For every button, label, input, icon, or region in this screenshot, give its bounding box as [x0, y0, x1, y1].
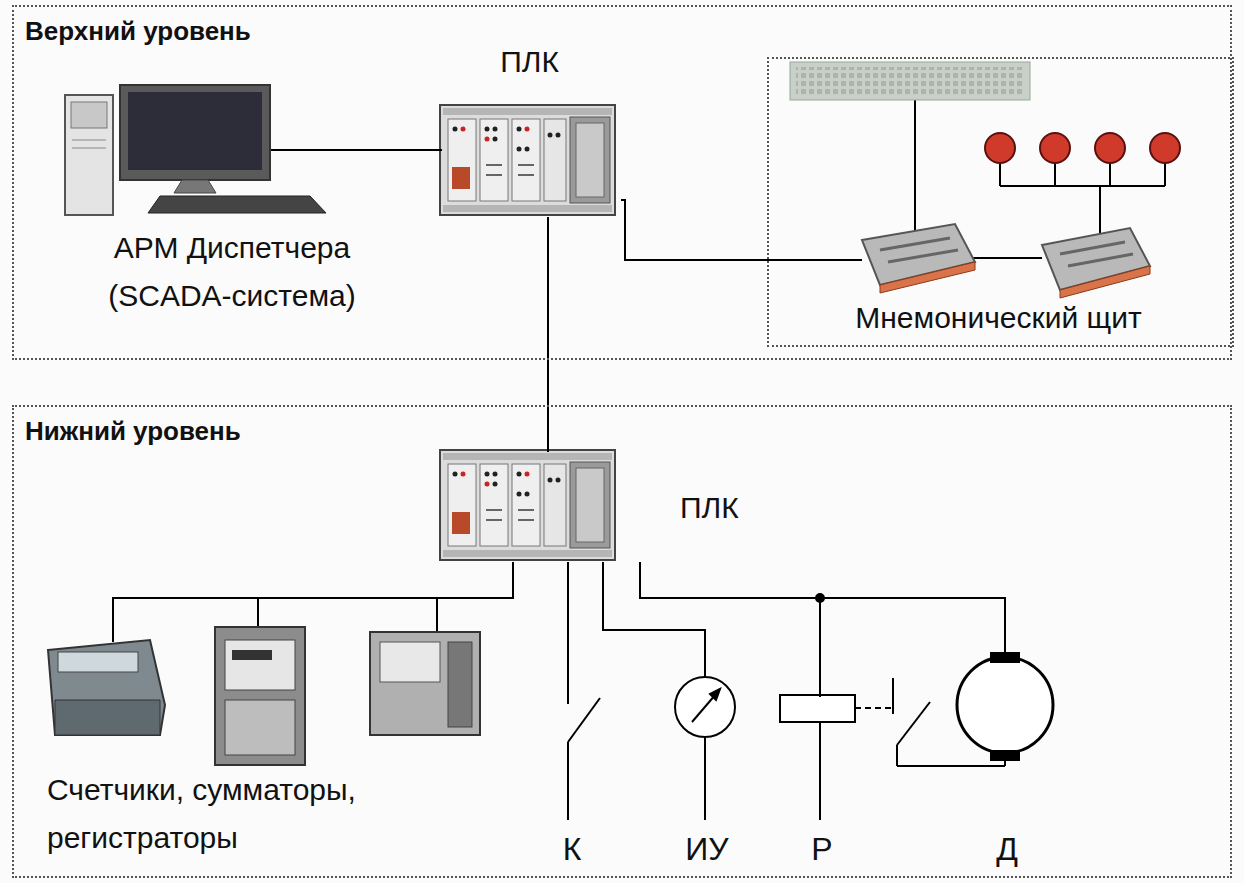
- io-modules: [862, 224, 1150, 298]
- wire-connector: [603, 562, 705, 673]
- mnemonic-panel: Мнемонический щит: [767, 57, 1234, 347]
- signal-lamps: [985, 133, 1180, 163]
- node-label: АРМ Диспетчера (SCADA-система): [62, 224, 402, 320]
- relay-node: Р: [777, 697, 871, 873]
- motor-node: Д: [952, 654, 1066, 873]
- wire-connector: [640, 562, 820, 697]
- computer-icon: [65, 85, 412, 215]
- node-label: ИУ: [667, 830, 747, 868]
- level-title: Нижний уровень: [25, 416, 241, 447]
- switch-node: К: [542, 690, 606, 873]
- plc-node: ПЛК: [442, 452, 777, 562]
- level-band: Верхний уровеньАРМ Диспетчера (SCADA-сис…: [12, 5, 1232, 360]
- level-title: Верхний уровень: [25, 16, 251, 47]
- plc-rack: [440, 105, 615, 215]
- wire-connector: [567, 562, 569, 690]
- node-label: Счетчики, сумматоры, регистраторы: [47, 766, 487, 862]
- plc-rack: [440, 450, 615, 560]
- level-band: Нижний уровеньПЛК Счетчики, сумматоры, ре…: [12, 405, 1232, 878]
- node-label: Р: [777, 830, 867, 868]
- motor-symbol: [957, 652, 1053, 766]
- wire-connector: [412, 149, 442, 151]
- plc-node: ПЛК: [442, 42, 621, 217]
- node-label: ПЛК: [442, 44, 617, 80]
- workstation-node: АРМ Диспетчера (SCADA-система): [52, 87, 412, 332]
- node-label: К: [542, 830, 602, 868]
- node-label: Д: [952, 830, 1062, 868]
- led-display: [790, 62, 1030, 100]
- wire-connector: [640, 562, 1005, 654]
- switch-symbol: [568, 688, 600, 820]
- wire-connector: [547, 217, 549, 452]
- wire-connector: [621, 200, 767, 260]
- wire-connector: [113, 562, 513, 626]
- meter-node: ИУ: [667, 673, 751, 873]
- node-label: ПЛК: [680, 490, 739, 526]
- node-label: Мнемонический щит: [767, 300, 1230, 336]
- meter-group: Счетчики, сумматоры, регистраторы: [42, 626, 492, 870]
- meter-symbol: [675, 671, 735, 820]
